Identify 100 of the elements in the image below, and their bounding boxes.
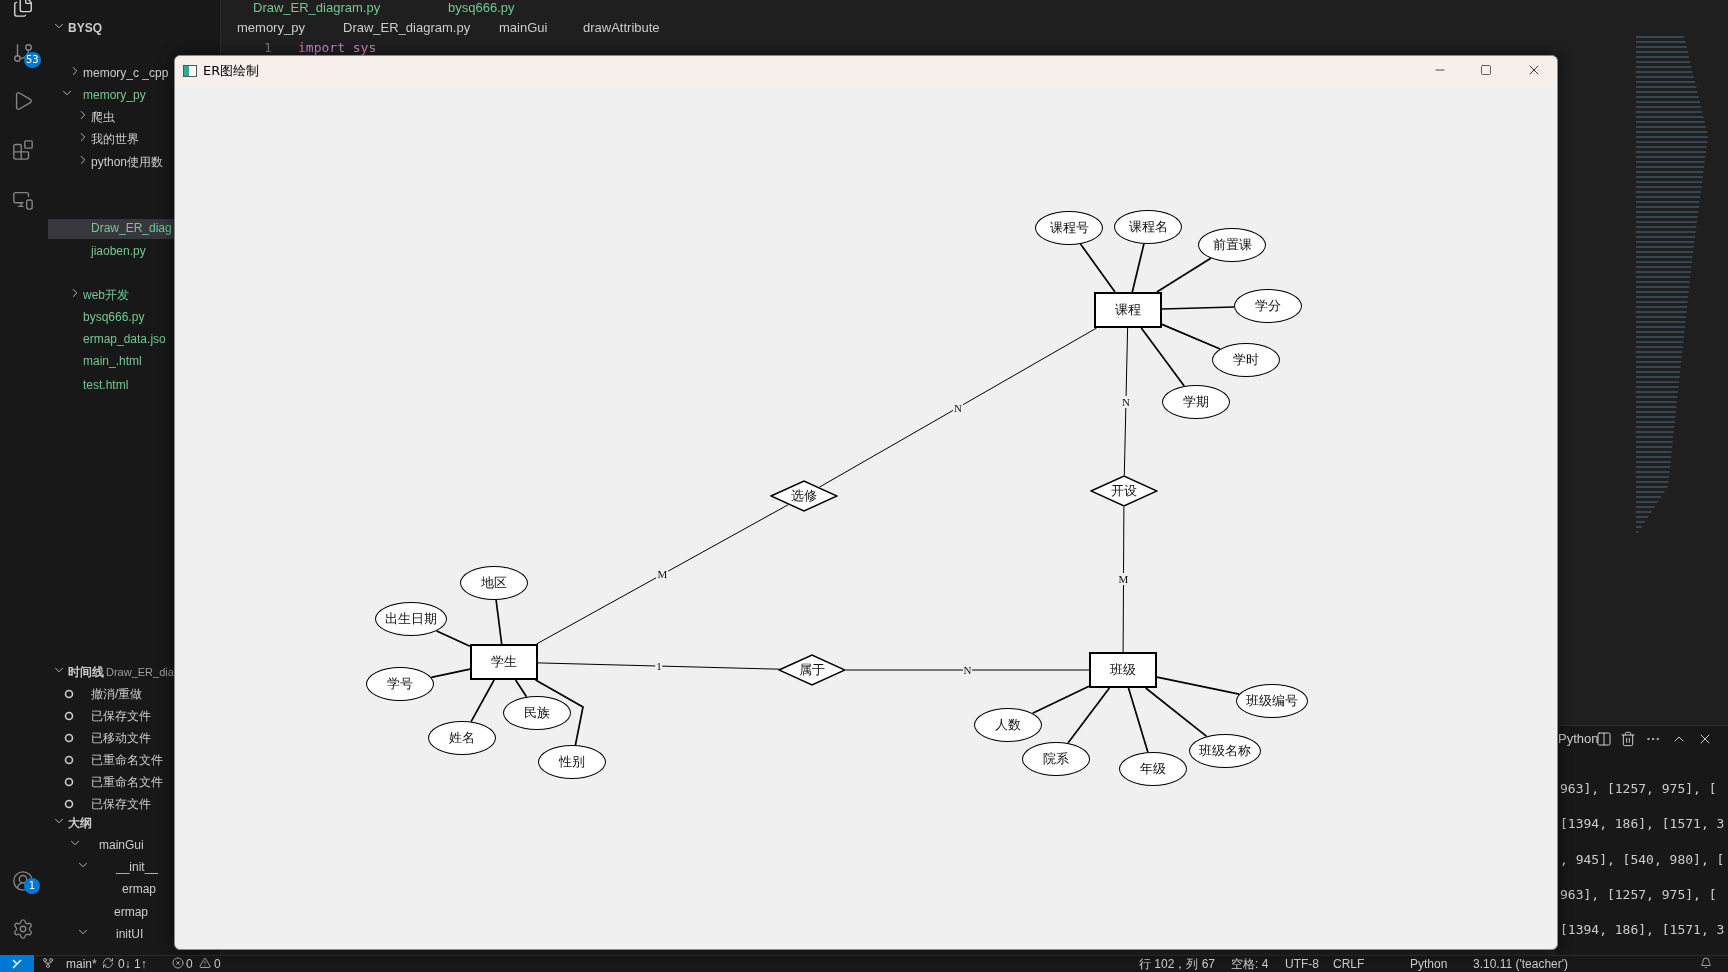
tree-item: __init__ xyxy=(116,859,159,876)
attribute-name: 地区 xyxy=(481,575,507,591)
attribute-ellipse xyxy=(1119,752,1187,786)
connector-line xyxy=(1079,243,1116,293)
tree-item: 已保存文件 xyxy=(91,796,151,813)
attribute-ellipse xyxy=(1189,734,1261,768)
connector-line xyxy=(1031,685,1090,715)
tree-item: bysq666.py xyxy=(83,309,145,326)
tree-item: 我的世界 xyxy=(91,131,139,148)
terminal-output: , 945], [540, 980], [ xyxy=(1560,851,1725,869)
tree-item: Draw_ER_diag xyxy=(91,220,172,237)
relationship-diamond xyxy=(770,480,838,512)
status-item: 3.10.11 ('teacher') xyxy=(1473,956,1569,972)
relationship-name: 开设 xyxy=(1111,483,1137,499)
attribute-name: 人数 xyxy=(995,717,1021,733)
terminal-output: 963], [1257, 975], [ xyxy=(1560,886,1717,904)
entity-name: 课程 xyxy=(1115,302,1141,318)
relationship-diamond xyxy=(1090,475,1158,507)
status-item: Python xyxy=(1410,956,1448,972)
tree-item: 撤消/重做 xyxy=(91,686,143,703)
edge-label: N xyxy=(1121,395,1131,408)
breadcrumb-item: memory_py xyxy=(237,19,305,37)
tree-item: 大纲 xyxy=(68,815,92,832)
tree-item: 已重命名文件 xyxy=(91,774,163,791)
connector-line xyxy=(1161,306,1235,310)
attribute-ellipse xyxy=(1212,343,1280,377)
status-item: 行 102，列 67 xyxy=(1139,956,1216,972)
tree-item: 爬虫 xyxy=(91,109,115,126)
attribute-ellipse xyxy=(503,696,571,730)
tree-item: BYSQ xyxy=(68,20,102,37)
connector-line xyxy=(537,662,781,670)
tree-item: memory_py xyxy=(83,87,146,104)
attribute-name: 姓名 xyxy=(449,730,475,746)
status-item: 0↓ 1↑ xyxy=(118,956,147,972)
tree-item: web开发 xyxy=(83,287,129,304)
attribute-ellipse xyxy=(974,708,1042,742)
code-text: import sys xyxy=(298,39,377,57)
relationship-name: 选修 xyxy=(791,488,817,504)
status-item: CRLF xyxy=(1333,956,1365,972)
connector-line xyxy=(536,504,789,645)
terminal-output: [1394, 186], [1571, 3 xyxy=(1560,921,1725,939)
attribute-name: 课程号 xyxy=(1049,220,1089,236)
attribute-name: 学分 xyxy=(1255,298,1281,314)
tree-item: main_.html xyxy=(83,353,142,370)
edge-label: M xyxy=(1117,573,1130,586)
edge-label: N xyxy=(962,664,973,676)
attribute-name: 班级编号 xyxy=(1246,693,1298,709)
breadcrumb-item: Draw_ER_diagram.py xyxy=(343,19,471,37)
connector-line xyxy=(430,668,471,679)
connector-line xyxy=(1123,327,1129,476)
tree-item: 已重命名文件 xyxy=(91,752,163,769)
status-item: 0 xyxy=(214,956,221,972)
attribute-name: 院系 xyxy=(1043,751,1069,767)
count-badge: 53 xyxy=(24,52,41,68)
edge-label: 1 xyxy=(655,660,663,672)
entity-box xyxy=(470,644,538,680)
status-item: main* xyxy=(66,956,97,972)
attribute-ellipse xyxy=(366,667,434,701)
attribute-name: 课程名 xyxy=(1128,219,1168,235)
attribute-name: 年级 xyxy=(1140,761,1166,777)
status-item: 0 xyxy=(186,956,193,972)
connector-line xyxy=(495,599,503,645)
tree-item: python使用数 xyxy=(91,154,164,171)
connector-line xyxy=(845,669,1090,671)
tree-item: jiaoben.py xyxy=(91,243,146,260)
connector-line xyxy=(1067,687,1111,744)
connector-line xyxy=(1127,687,1149,754)
edge-label: M xyxy=(656,568,669,581)
relationship-name: 属于 xyxy=(799,662,825,678)
tree-item: initUI xyxy=(116,926,144,943)
tab-label: Draw_ER_diagram.py xyxy=(253,0,381,17)
connector-line xyxy=(818,327,1098,488)
status-item: UTF-8 xyxy=(1285,956,1319,972)
attribute-name: 性别 xyxy=(559,754,585,770)
attribute-name: 民族 xyxy=(524,705,550,721)
breadcrumb-item: mainGui xyxy=(499,19,548,37)
terminal-output: [1394, 186], [1571, 3 xyxy=(1560,815,1725,833)
attribute-name: 班级名称 xyxy=(1199,743,1251,759)
connector-line xyxy=(1144,687,1208,738)
tree-item: 已移动文件 xyxy=(91,730,151,747)
breadcrumb-item: drawAttribute xyxy=(583,19,660,37)
attribute-name: 学期 xyxy=(1183,394,1209,410)
connector-line xyxy=(1155,257,1212,293)
entity-box xyxy=(1089,652,1157,688)
attribute-ellipse xyxy=(1236,684,1308,718)
relationship-diamond xyxy=(778,654,846,686)
attribute-name: 学号 xyxy=(387,676,413,692)
terminal-label: Python xyxy=(1558,730,1599,748)
tree-item: 已保存文件 xyxy=(91,708,151,725)
tree-item: ermap xyxy=(114,904,148,921)
connector-line xyxy=(1131,243,1145,293)
tab-label: bysq666.py xyxy=(448,0,515,17)
connector-line xyxy=(1140,327,1186,387)
edge-label: N xyxy=(953,401,963,414)
terminal-output: 963], [1257, 975], [ xyxy=(1560,780,1717,798)
connector-line xyxy=(1161,323,1221,350)
entity-name: 班级 xyxy=(1110,662,1136,678)
tree-item: 时间线 xyxy=(68,664,104,681)
attribute-name: 出生日期 xyxy=(385,611,437,627)
tree-item: Draw_ER_dia xyxy=(106,665,174,680)
